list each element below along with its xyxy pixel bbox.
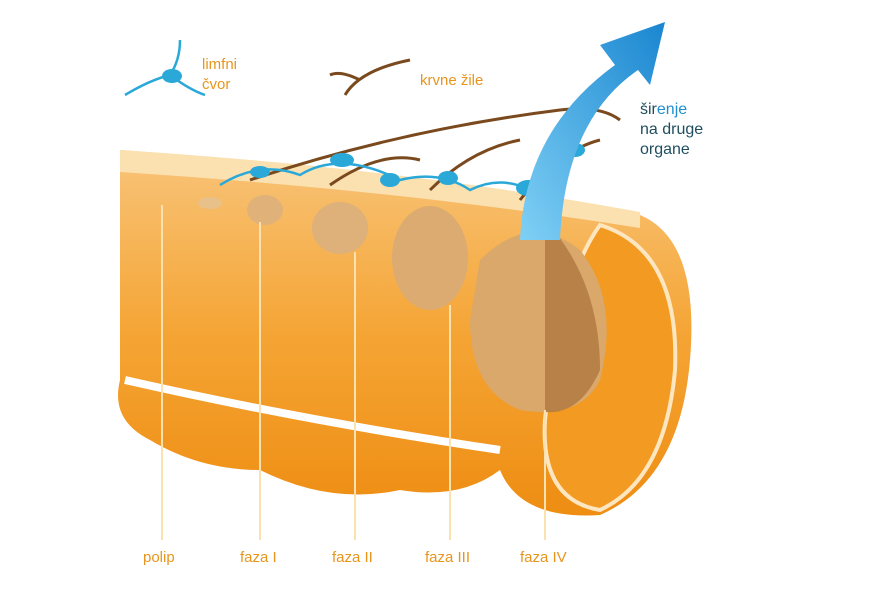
spread-label-part1: šir — [640, 101, 657, 118]
spread-label: širenje na druge organe — [640, 100, 703, 160]
colon-top-layer — [120, 150, 640, 228]
stage-label-4: faza IV — [520, 549, 567, 566]
stage-label-1: faza I — [240, 549, 277, 566]
spread-label-line3: organe — [640, 141, 690, 158]
polyp — [198, 197, 222, 209]
spread-label-part2: enje — [656, 101, 688, 118]
colon-cut-line — [124, 376, 501, 454]
stage-label-2: faza II — [332, 549, 373, 566]
blood-vessels-label: krvne žile — [420, 72, 484, 89]
stage-label-3: faza III — [425, 549, 471, 566]
tumor-stage-3 — [392, 206, 468, 310]
tumor-stage-2 — [312, 202, 368, 254]
stage-pointer-lines — [161, 205, 546, 540]
lymph-node-label-line1: limfni — [202, 56, 238, 73]
lymph-node-label: limfni čvor — [202, 55, 237, 95]
tumor-stage-1 — [247, 195, 283, 225]
lymph-node-label-line2: čvor — [202, 76, 231, 93]
spread-arrow — [520, 22, 665, 240]
stage-label-polyp: polip — [143, 549, 175, 566]
spread-label-line2: na druge — [640, 121, 704, 138]
